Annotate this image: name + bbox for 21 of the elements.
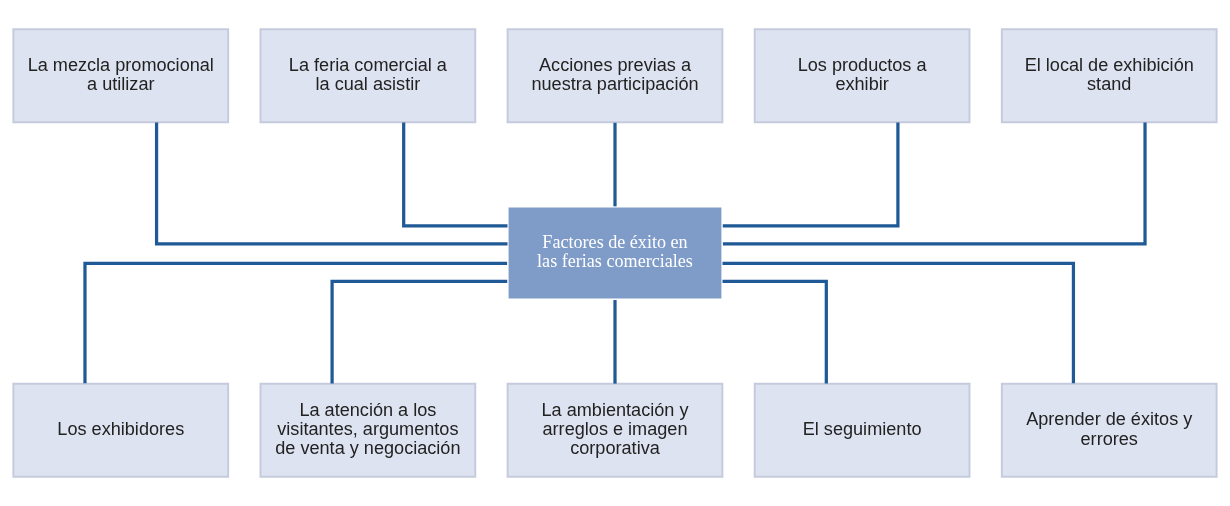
connector	[722, 122, 1147, 246]
node-box: Los productos a exhibir	[753, 28, 971, 124]
connector	[722, 279, 828, 384]
node-box: El seguimiento	[753, 382, 971, 478]
node-box: La atención a los visitantes, argumentos de venta y negociación	[259, 382, 477, 478]
node-box: El local de exhibición stand	[1000, 28, 1218, 124]
connector	[83, 261, 508, 384]
connector	[722, 122, 900, 228]
connector	[722, 261, 1076, 384]
node-box: La ambientación y arreglos e imagen corporativa	[506, 382, 724, 478]
connector	[613, 300, 617, 384]
node-box: La feria comercial a la cual asistir	[259, 28, 477, 124]
connector	[613, 122, 617, 207]
connector	[330, 279, 508, 384]
connector	[154, 122, 508, 246]
node-box: Aprender de éxitos y errores	[1000, 382, 1218, 478]
node-box: Acciones previas a nuestra participación	[506, 28, 724, 124]
node-box: La mezcla promocional a utilizar	[12, 28, 230, 124]
node-box: Los exhibidores	[12, 382, 230, 478]
node-box: Factores de éxito en las ferias comerciales	[506, 205, 724, 301]
connector	[402, 122, 508, 228]
